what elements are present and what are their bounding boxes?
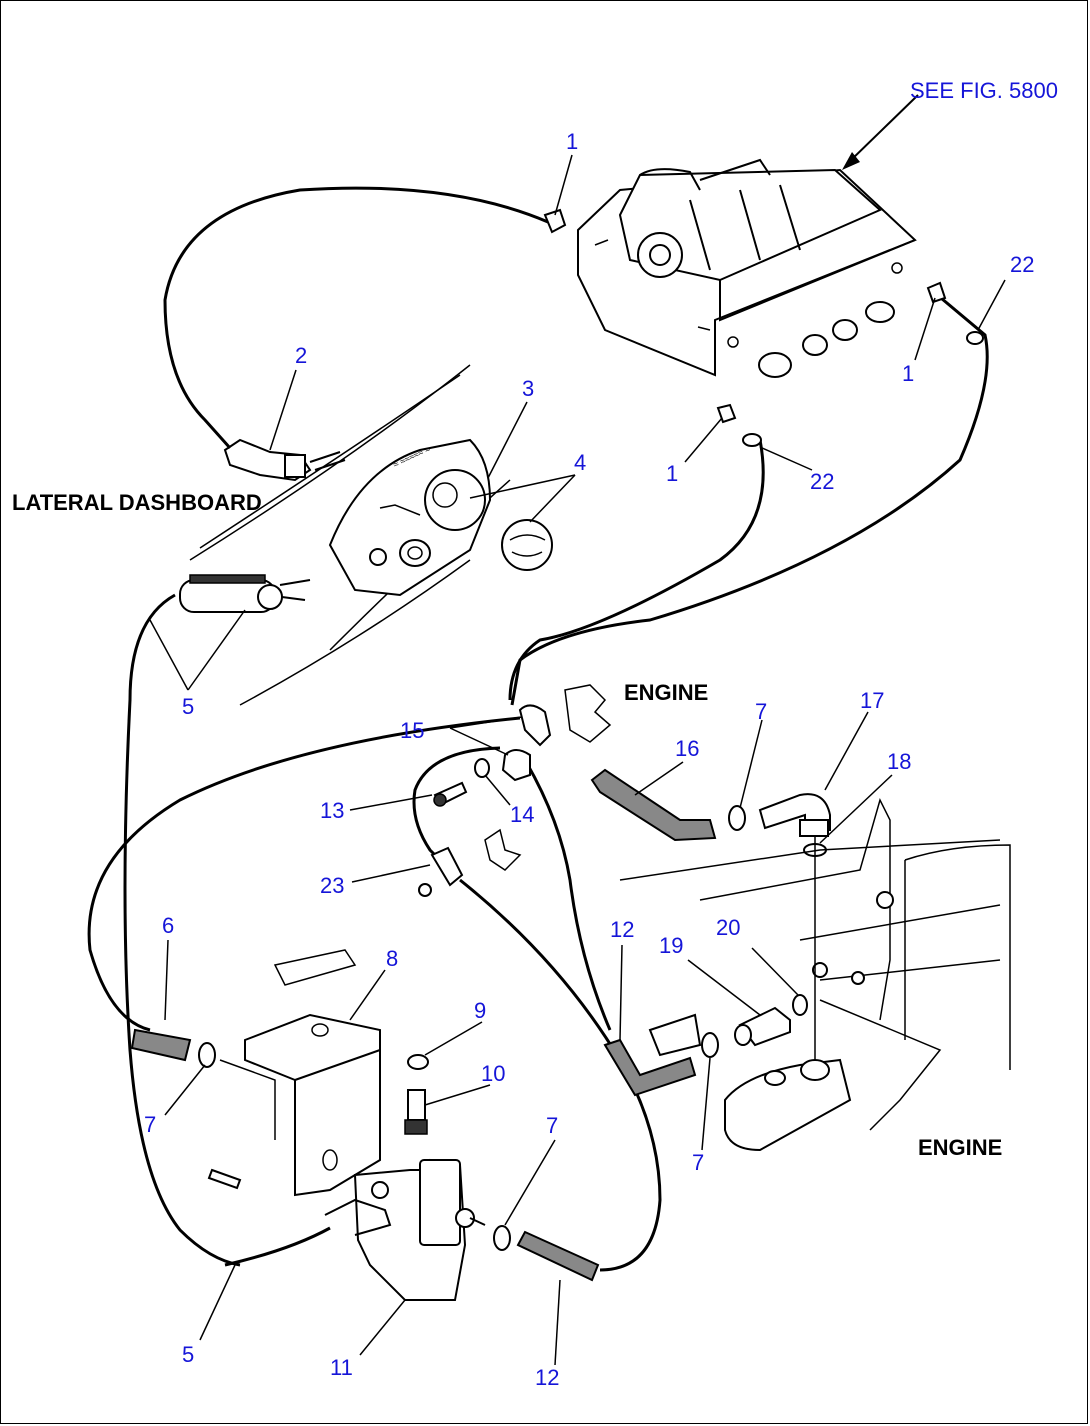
callout-15: 15 [400, 718, 424, 743]
knob-part-4 [369, 519, 553, 571]
fitting-part-19 [734, 1006, 791, 1047]
callout-20: 20 [716, 915, 740, 940]
callout-8: 8 [386, 946, 398, 971]
callout-13: 13 [320, 798, 344, 823]
hoses [87, 186, 989, 1272]
tube-part-5 [224, 1226, 331, 1267]
callout-2: 2 [295, 343, 307, 368]
callout-5: 5 [182, 694, 194, 719]
callout-7: 7 [144, 1112, 156, 1137]
callout-7: 7 [755, 699, 767, 724]
leader-lines [149, 154, 1006, 1366]
bracket-part-8 [219, 949, 381, 1197]
figure-reference-arrow [842, 94, 919, 170]
callout-12: 12 [535, 1365, 559, 1390]
clamp-part-23 [418, 828, 522, 897]
engine-block [619, 797, 1011, 1152]
bolt-part-10 [404, 1089, 428, 1135]
callout-19: 19 [659, 933, 683, 958]
valve-part-3 [379, 469, 486, 531]
callout-1: 1 [666, 461, 678, 486]
hose-part-6 [130, 1028, 192, 1062]
lateral-dashboard-panel: ≈ ≈≈≈≈≈ ≈ [189, 364, 511, 706]
callout-7: 7 [692, 1150, 704, 1175]
callout-3: 3 [522, 376, 534, 401]
bolt-part-13 [433, 781, 468, 807]
clamp-parts [543, 208, 984, 447]
callout-1: 1 [566, 129, 578, 154]
clamp-part-15 [501, 684, 612, 782]
callout-4: 4 [574, 450, 586, 475]
tank-part-11 [324, 1158, 486, 1301]
callout-11: 11 [330, 1355, 353, 1380]
callout-9: 9 [474, 998, 486, 1023]
hose-part-16 [590, 768, 717, 842]
callout-1: 1 [902, 361, 914, 386]
callout-6: 6 [162, 913, 174, 938]
oring-part-20 [792, 994, 808, 1016]
figure-reference-label: SEE FIG. 5800 [910, 78, 1058, 103]
engine-label-right: ENGINE [918, 1135, 1002, 1160]
callout-17: 17 [860, 688, 884, 713]
elbow-part-17 [758, 793, 831, 837]
callout-18: 18 [887, 749, 911, 774]
callout-5: 5 [182, 1342, 194, 1367]
nut-part-9 [407, 1054, 429, 1070]
callout-23: 23 [320, 873, 344, 898]
callout-16: 16 [675, 736, 699, 761]
connector-part-5 [179, 574, 311, 613]
washer-part-14 [474, 758, 490, 778]
callout-7: 7 [546, 1113, 558, 1138]
hose-part-12-upper [603, 1013, 702, 1097]
engine-label-top: ENGINE [624, 680, 708, 705]
callout-22: 22 [1010, 252, 1034, 277]
hose-part-12-lower [516, 1230, 600, 1282]
screw-bolt [207, 1168, 242, 1190]
lateral-dashboard-label: LATERAL DASHBOARD [12, 490, 262, 515]
callout-22: 22 [810, 469, 834, 494]
callout-14: 14 [510, 802, 534, 827]
callout-12: 12 [610, 917, 634, 942]
switch-part-2 [223, 438, 346, 482]
callout-10: 10 [481, 1061, 505, 1086]
clamp-part-7 [198, 805, 746, 1251]
heater-unit [577, 158, 917, 378]
